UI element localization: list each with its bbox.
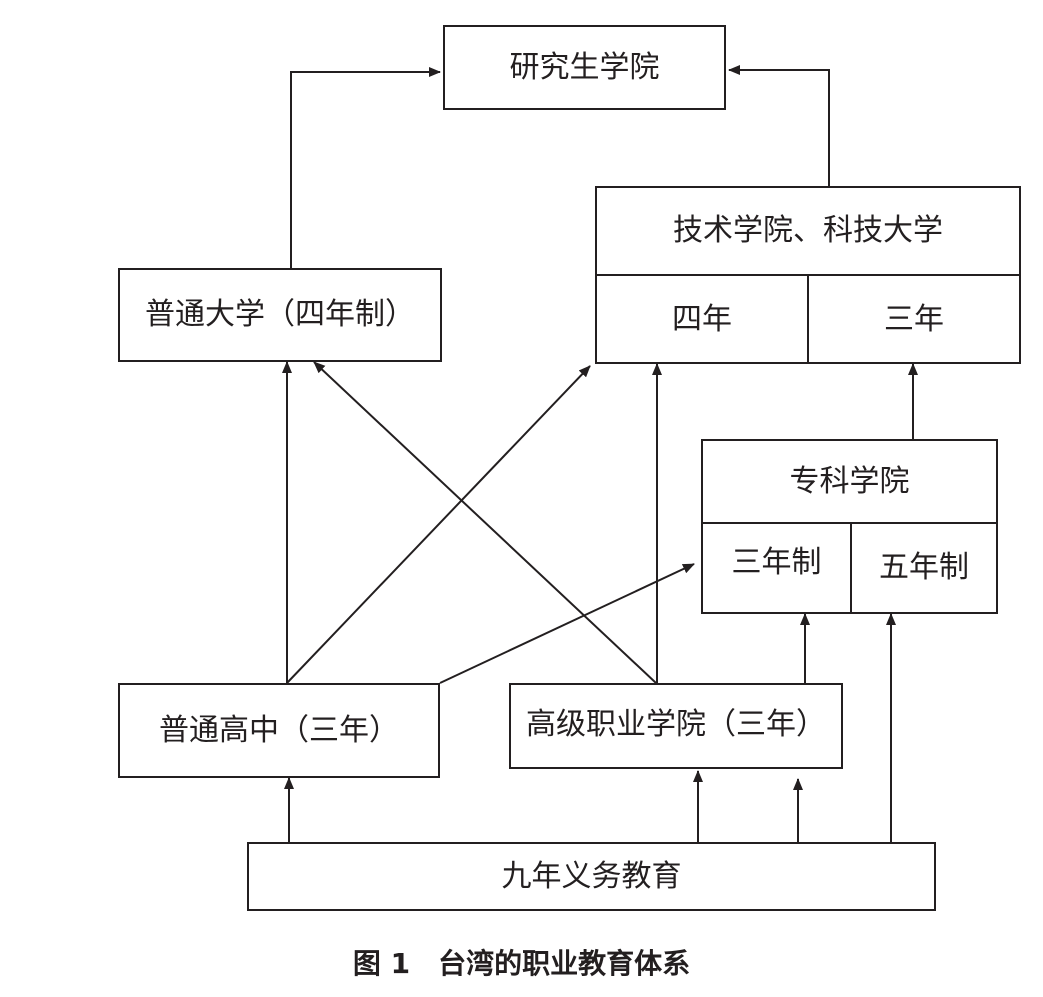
figure-caption: 图 1 台湾的职业教育体系	[352, 947, 691, 980]
vocational-high-school-node: 高级职业学院（三年）	[509, 683, 843, 769]
general-university-node: 普通大学（四年制）	[118, 268, 442, 362]
edge-high-school-to-tech-university	[286, 365, 591, 684]
junior-college-label: 专科学院	[789, 463, 910, 499]
junior-college-node: 专科学院 三年制 五年制	[701, 439, 998, 614]
tech-three-year-label: 三年	[884, 302, 944, 337]
junior-five-year-label: 五年制	[879, 550, 969, 585]
tech-university-label: 技术学院、科技大学	[673, 213, 943, 248]
vocational-high-school-label: 高级职业学院（三年）	[526, 707, 826, 742]
junior-college-divider	[703, 522, 996, 524]
edge-university-to-graduate	[290, 67, 441, 268]
junior-three-year-label: 三年制	[731, 545, 822, 580]
general-high-school-node: 普通高中（三年）	[118, 683, 440, 778]
edge-high-school-to-junior-three-year	[439, 563, 695, 684]
graduate-school-node: 研究生学院	[443, 25, 726, 110]
general-high-school-label: 普通高中（三年）	[159, 712, 399, 748]
compulsory-education-node: 九年义务教育	[247, 842, 936, 911]
compulsory-education-label: 九年义务教育	[501, 858, 682, 894]
junior-college-split	[850, 523, 852, 612]
tech-university-split	[807, 275, 809, 364]
edge-vocational-to-university	[313, 361, 657, 684]
tech-university-node: 技术学院、科技大学 四年 三年	[595, 186, 1021, 364]
edge-tech-university-to-graduate	[728, 65, 830, 187]
general-university-label: 普通大学（四年制）	[145, 297, 415, 332]
graduate-school-label: 研究生学院	[509, 49, 660, 85]
tech-four-year-label: 四年	[672, 302, 732, 337]
